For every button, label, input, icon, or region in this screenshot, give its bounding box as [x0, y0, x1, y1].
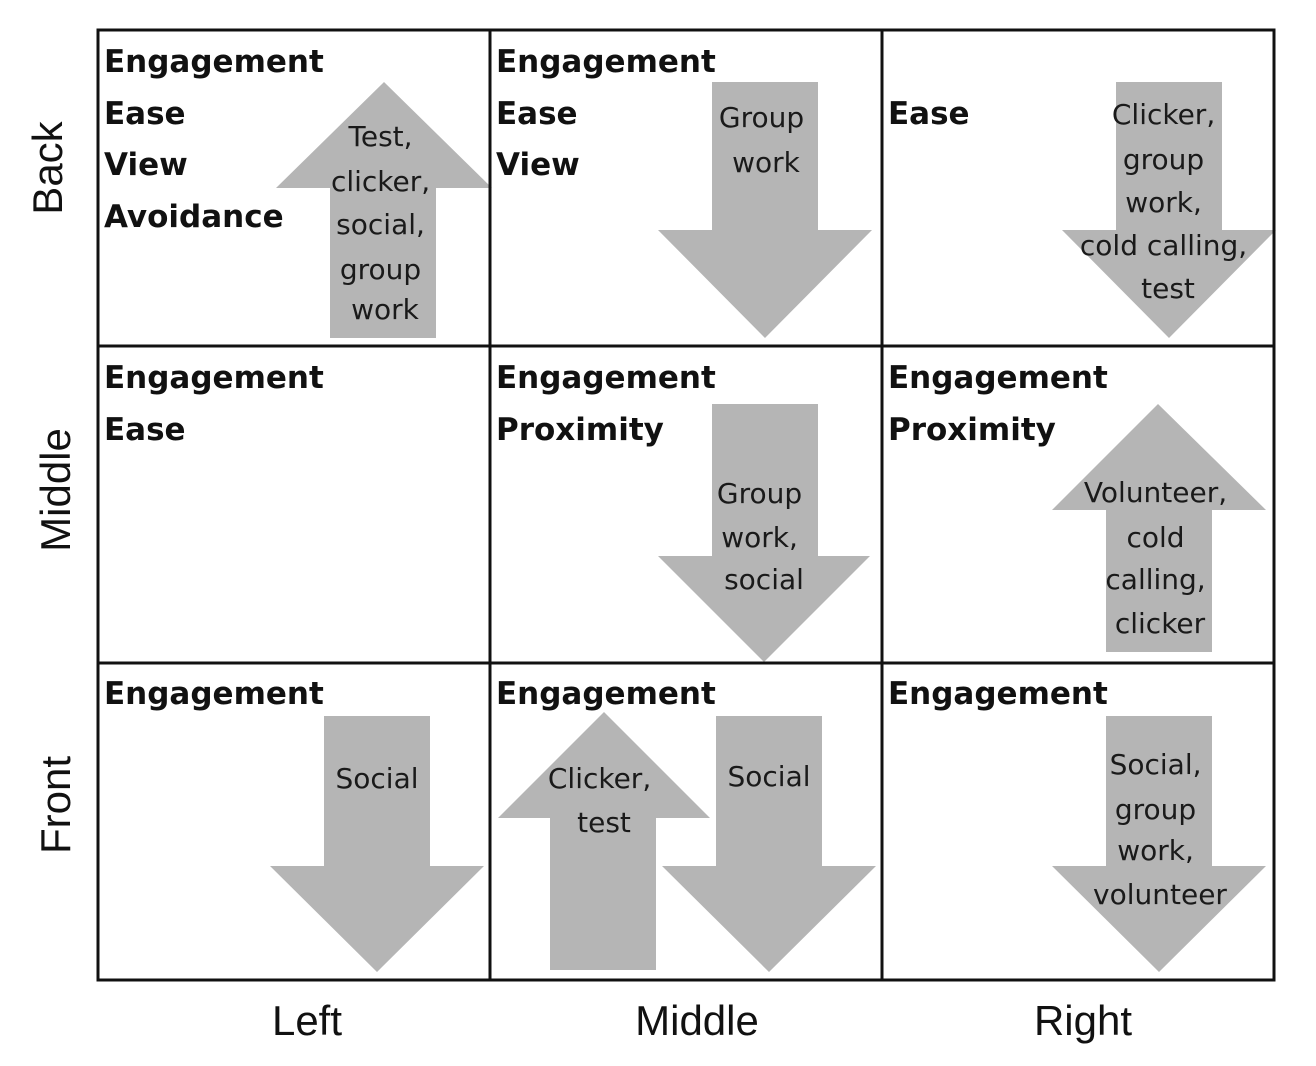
arrow-label: Volunteer, cold calling, clicker	[1084, 476, 1236, 640]
arrow-label-line: social,	[336, 208, 425, 241]
factor-label: Avoidance	[104, 199, 284, 235]
factor-label: Proximity	[496, 412, 664, 448]
arrow-label: Social	[335, 762, 418, 795]
arrow-label-line: clicker,	[331, 165, 430, 198]
row-label-back: Back	[24, 120, 71, 214]
grid	[96, 28, 1276, 982]
column-label-left: Left	[272, 997, 342, 1044]
factor-label: Ease	[888, 96, 970, 132]
factor-label: Ease	[104, 412, 186, 448]
factor-label: Engagement	[104, 676, 324, 712]
arrow-label-line: Clicker,	[1112, 98, 1215, 131]
arrow-label: Social	[727, 760, 810, 793]
arrow-label-line: Clicker,	[548, 762, 651, 795]
arrow-label-line: work,	[721, 521, 798, 554]
arrow-label-line: cold	[1127, 521, 1185, 554]
arrow-label-line: Group	[719, 101, 804, 134]
arrow-back-middle-down: Group work	[658, 82, 872, 338]
arrows-layer: Test, clicker, social, group work Group …	[270, 82, 1276, 972]
factor-label: Engagement	[496, 44, 716, 80]
column-label-right: Right	[1034, 997, 1132, 1044]
row-label-middle: Middle	[32, 428, 79, 552]
arrow-label-line: Group	[717, 477, 802, 510]
grid-outer-border	[96, 28, 1276, 982]
row-label-front: Front	[32, 756, 79, 854]
arrow-label-line: work	[351, 293, 420, 326]
column-label-middle: Middle	[635, 997, 759, 1044]
arrow-label-line: group	[1115, 793, 1196, 826]
arrow-label: Clicker, group work, cold calling, test	[1080, 98, 1256, 305]
arrow-label-line: volunteer	[1093, 878, 1227, 911]
factor-label: Engagement	[888, 360, 1108, 396]
arrow-label-line: social	[724, 563, 804, 596]
cell-middle-right-factors: Engagement Proximity	[888, 360, 1108, 448]
cell-back-right-factors: Ease	[888, 96, 970, 132]
arrow-label-line: cold calling,	[1080, 229, 1247, 262]
arrow-label-line: clicker	[1115, 607, 1206, 640]
cell-middle-left-factors: Engagement Ease	[104, 360, 324, 448]
arrow-front-right-down: Social, group work, volunteer	[1052, 716, 1266, 972]
arrow-label-line: Test,	[348, 120, 413, 153]
cell-front-left-factors: Engagement	[104, 676, 324, 712]
arrow-back-left-up: Test, clicker, social, group work	[276, 82, 492, 338]
arrow-label-line: work,	[1117, 834, 1194, 867]
row-labels: Back Middle Front	[24, 120, 79, 854]
arrow-shape	[658, 404, 870, 662]
cell-middle-middle-factors: Engagement Proximity	[496, 360, 716, 448]
factor-label: Engagement	[496, 676, 716, 712]
arrow-label-line: test	[577, 806, 631, 839]
arrow-back-right-down: Clicker, group work, cold calling, test	[1062, 82, 1276, 338]
arrow-front-middle-up: Clicker, test	[498, 712, 710, 970]
arrow-label-line: work	[732, 146, 801, 179]
cell-front-right-factors: Engagement	[888, 676, 1108, 712]
arrow-label-line: group	[1123, 143, 1204, 176]
cell-back-middle-factors: Engagement Ease View	[496, 44, 716, 183]
arrow-label-line: test	[1141, 272, 1195, 305]
cell-front-middle-factors: Engagement	[496, 676, 716, 712]
arrow-shape	[1052, 404, 1266, 652]
arrow-shape	[270, 716, 484, 972]
arrow-shape	[658, 82, 872, 338]
arrow-label: Test, clicker, social, group work	[331, 120, 439, 326]
arrow-front-left-down: Social	[270, 716, 484, 972]
arrow-front-middle-down: Social	[662, 716, 876, 972]
arrow-label-line: calling,	[1105, 563, 1205, 596]
factor-label: Engagement	[496, 360, 716, 396]
arrow-label-line: Social	[727, 760, 810, 793]
arrow-shape	[498, 712, 710, 970]
arrow-label-line: Social,	[1110, 748, 1202, 781]
arrow-shape	[1052, 716, 1266, 972]
arrow-label-line: Volunteer,	[1084, 476, 1227, 509]
column-labels: Left Middle Right	[272, 997, 1132, 1044]
factor-label: View	[496, 147, 580, 183]
arrow-label-line: group	[340, 253, 421, 286]
factor-label: Engagement	[104, 44, 324, 80]
factor-labels: Engagement Ease View Avoidance Engagemen…	[104, 44, 1108, 712]
factor-label: View	[104, 147, 188, 183]
factor-label: Engagement	[104, 360, 324, 396]
arrow-label: Social, group work, volunteer	[1093, 748, 1227, 911]
arrow-label: Clicker, test	[548, 762, 660, 839]
arrow-middle-middle-down: Group work, social	[658, 404, 870, 662]
arrow-label: Group work	[719, 101, 813, 179]
arrow-shape	[1062, 82, 1276, 338]
factor-label: Engagement	[888, 676, 1108, 712]
arrow-shape	[276, 82, 492, 338]
arrow-label: Group work, social	[717, 477, 811, 596]
factor-label: Ease	[104, 96, 186, 132]
factor-label: Proximity	[888, 412, 1056, 448]
cell-back-left-factors: Engagement Ease View Avoidance	[104, 44, 324, 235]
arrow-label-line: work,	[1125, 186, 1202, 219]
arrow-shape	[662, 716, 876, 972]
arrow-middle-right-up: Volunteer, cold calling, clicker	[1052, 404, 1266, 652]
arrow-label-line: Social	[335, 762, 418, 795]
factor-label: Ease	[496, 96, 578, 132]
